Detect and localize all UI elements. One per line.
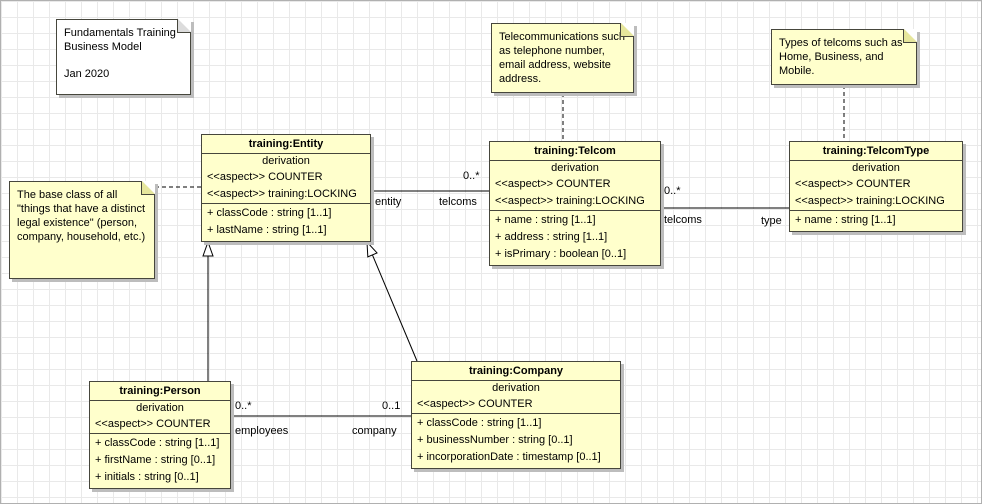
note-telcom[interactable]: Telecommunications such as telephone num…	[491, 23, 634, 93]
note-fold-icon	[903, 29, 917, 43]
class-secondary: derivation	[262, 155, 310, 167]
note-telcom-text: Telecommunications such as telephone num…	[499, 31, 625, 85]
stereotype: <<aspect>> COUNTER	[417, 398, 533, 410]
class-training-telcomtype[interactable]: training:TelcomType derivation <<aspect>…	[789, 141, 963, 232]
stereotype: <<aspect>> COUNTER	[207, 171, 323, 183]
stereotype: <<aspect>> COUNTER	[795, 178, 911, 190]
class-training-telcom[interactable]: training:Telcom derivation <<aspect>> CO…	[489, 141, 661, 266]
class-name: training:Entity	[202, 135, 370, 154]
class-training-person[interactable]: training:Person derivation <<aspect>> CO…	[89, 381, 231, 489]
role-label-company[interactable]: company	[352, 425, 397, 437]
stereotype: <<aspect>> training:LOCKING	[207, 188, 357, 200]
role-label-telcoms[interactable]: telcoms	[664, 214, 702, 226]
note-fold-icon	[620, 23, 634, 37]
attribute: + classCode : string [1..1]	[417, 417, 542, 429]
note-fold-icon	[141, 181, 155, 195]
note-telcomtype[interactable]: Types of telcoms such as Home, Business,…	[771, 29, 917, 85]
attribute: + initials : string [0..1]	[95, 471, 199, 483]
class-secondary: derivation	[492, 382, 540, 394]
attribute: + classCode : string [1..1]	[95, 437, 220, 449]
role-label-type[interactable]: type	[761, 215, 782, 227]
class-name: training:Telcom	[490, 142, 660, 161]
attributes-compartment: + classCode : string [1..1] + lastName :…	[202, 203, 370, 241]
attribute: + name : string [1..1]	[495, 214, 596, 226]
multiplicity-label[interactable]: 0..*	[463, 170, 480, 182]
note-fold-icon	[177, 19, 191, 33]
note-entity-text: The base class of all "things that have …	[17, 189, 146, 243]
role-label-employees[interactable]: employees	[235, 425, 289, 437]
attribute: + lastName : string [1..1]	[207, 224, 327, 236]
generalization-company-entity[interactable]	[366, 240, 418, 362]
note-model[interactable]: Fundamentals Training Business Model Jan…	[56, 19, 191, 95]
class-training-entity[interactable]: training:Entity derivation <<aspect>> CO…	[201, 134, 371, 242]
multiplicity-label[interactable]: 0..*	[235, 400, 252, 412]
class-secondary: derivation	[852, 162, 900, 174]
role-label-telcoms[interactable]: telcoms	[439, 196, 477, 208]
stereotype: <<aspect>> COUNTER	[495, 178, 611, 190]
attributes-compartment: + classCode : string [1..1] + firstName …	[90, 433, 230, 488]
attribute: + address : string [1..1]	[495, 231, 608, 243]
class-name: training:TelcomType	[790, 142, 962, 161]
note-entity[interactable]: The base class of all "things that have …	[9, 181, 155, 279]
stereotype: <<aspect>> training:LOCKING	[495, 195, 645, 207]
class-secondary: derivation	[136, 402, 184, 414]
attributes-compartment: + name : string [1..1] + address : strin…	[490, 210, 660, 265]
multiplicity-label[interactable]: 0..*	[664, 185, 681, 197]
note-telcomtype-text: Types of telcoms such as Home, Business,…	[779, 37, 903, 77]
stereotype: <<aspect>> COUNTER	[95, 418, 211, 430]
attribute: + firstName : string [0..1]	[95, 454, 216, 466]
class-name: training:Company	[412, 362, 620, 381]
attribute: + isPrimary : boolean [0..1]	[495, 248, 627, 260]
multiplicity-label[interactable]: 0..1	[382, 400, 401, 412]
class-secondary: derivation	[551, 162, 599, 174]
attribute: + incorporationDate : timestamp [0..1]	[417, 451, 601, 463]
class-training-company[interactable]: training:Company derivation <<aspect>> C…	[411, 361, 621, 469]
attribute: + name : string [1..1]	[795, 214, 896, 226]
role-label-entity[interactable]: entity	[375, 196, 402, 208]
class-name: training:Person	[90, 382, 230, 401]
attribute: + businessNumber : string [0..1]	[417, 434, 573, 446]
note-model-date: Jan 2020	[64, 68, 110, 80]
stereotype: <<aspect>> training:LOCKING	[795, 195, 945, 207]
note-model-text: Fundamentals Training Business Model	[64, 27, 176, 53]
attribute: + classCode : string [1..1]	[207, 207, 332, 219]
attributes-compartment: + name : string [1..1]	[790, 210, 962, 231]
attributes-compartment: + classCode : string [1..1] + businessNu…	[412, 413, 620, 468]
